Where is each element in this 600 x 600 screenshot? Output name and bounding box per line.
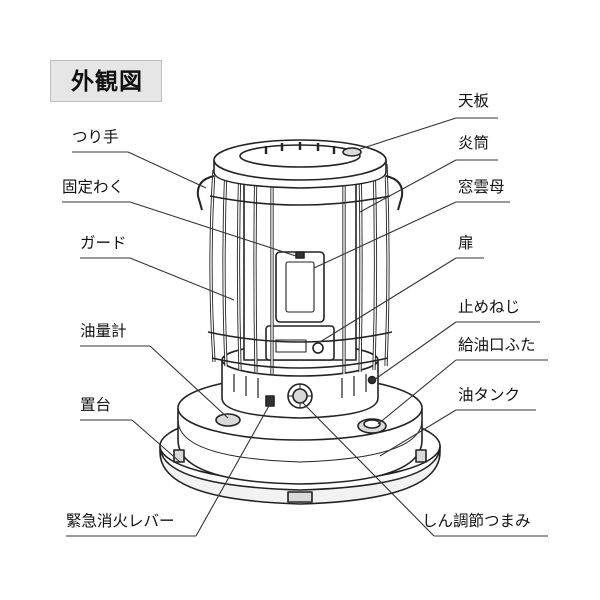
- emergency-lever-shape: [265, 395, 275, 407]
- label-oil-tank: 油タンク: [458, 386, 521, 404]
- label-base-stand: 置台: [80, 396, 112, 414]
- label-emergency-lever: 緊急消火レバー: [66, 512, 175, 530]
- carry-handles: [196, 175, 404, 211]
- guard-bars-inner: [210, 156, 389, 374]
- flame-cylinder: [243, 159, 357, 361]
- label-mica-window: 窓雲母: [458, 178, 505, 196]
- label-flame-cylinder: 炎筒: [458, 134, 490, 152]
- wick-knob: [287, 383, 313, 409]
- guard-rings: [207, 195, 393, 369]
- stop-screw-shape: [367, 375, 377, 385]
- label-guard: ガード: [80, 234, 127, 252]
- title-box: 外観図: [50, 60, 162, 102]
- leader-lines: [62, 117, 548, 537]
- label-wick-knob: しん調節つまみ: [422, 512, 531, 530]
- diagram-title: 外観図: [71, 69, 143, 95]
- label-carry-handle: つり手: [72, 128, 119, 146]
- label-stop-screw: 止めねじ: [458, 298, 521, 316]
- label-fuel-cap: 給油口ふた: [458, 336, 536, 354]
- label-fixing-frame: 固定わく: [62, 178, 125, 196]
- label-door: 扉: [458, 234, 474, 252]
- top-plate: [213, 139, 387, 189]
- label-oil-gauge: 油量計: [80, 322, 127, 340]
- label-top-plate: 天板: [458, 92, 490, 110]
